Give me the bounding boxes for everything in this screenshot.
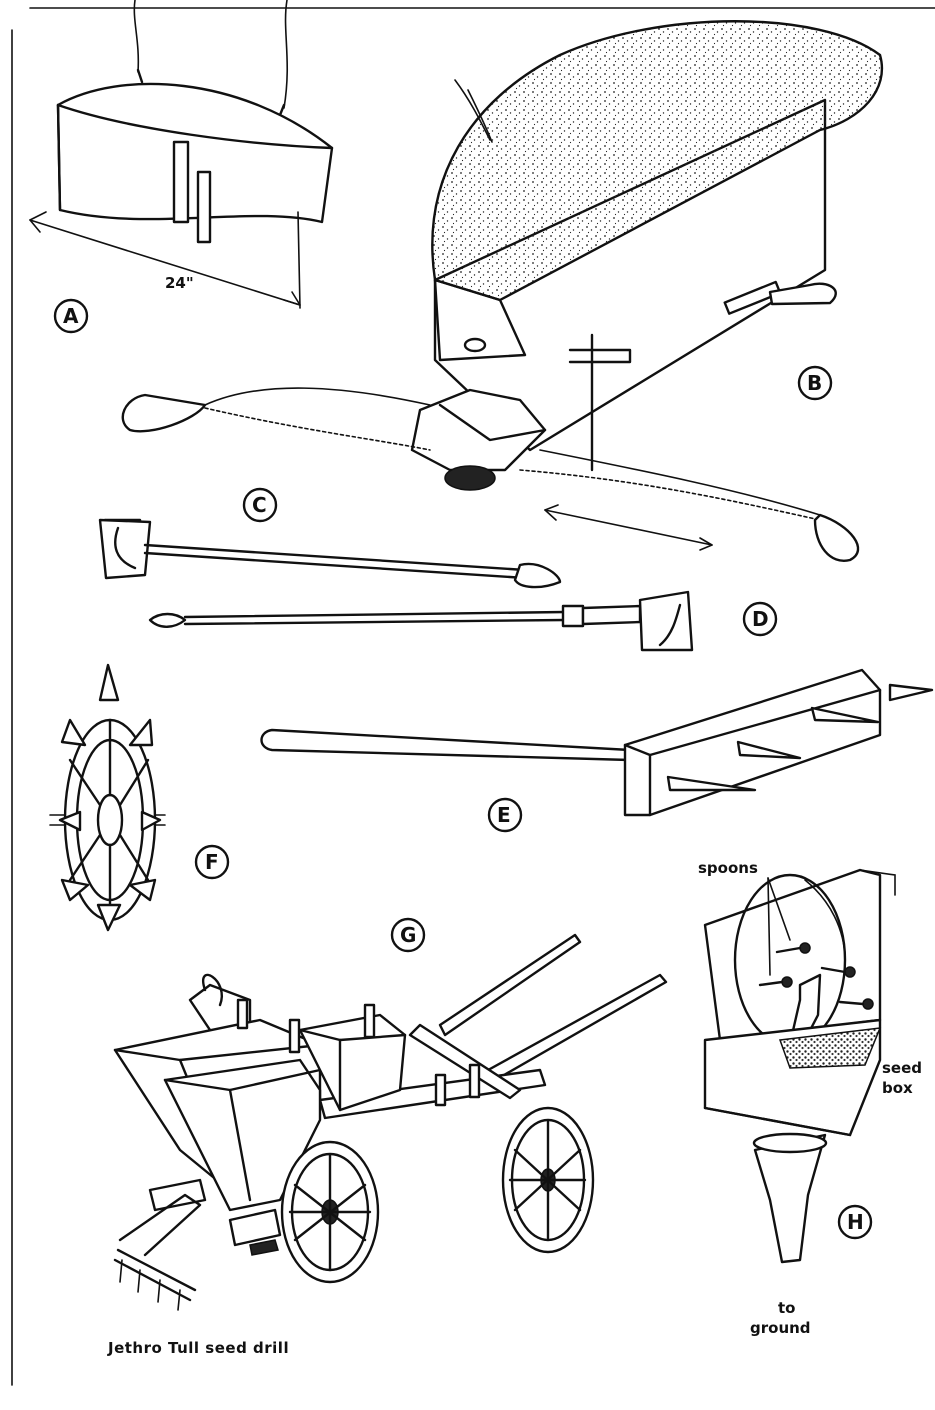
to-ground-label-line1: to (778, 1299, 795, 1317)
seed-box-label-line1: seed (882, 1059, 922, 1077)
spoons-label: spoons (698, 859, 758, 877)
label-f: F (205, 850, 219, 874)
label-b: B (807, 371, 822, 395)
label-circle-c (242, 487, 278, 523)
label-circle-g (390, 917, 426, 953)
dimension-label: 24" (165, 274, 194, 292)
label-circle-b (797, 365, 833, 401)
label-d: D (752, 607, 769, 631)
seed-box-mechanism-drawing (703, 868, 896, 1264)
broadcaster-bow (121, 387, 860, 562)
label-a: A (63, 304, 79, 328)
label-g: G (400, 923, 416, 947)
label-circle-a (53, 298, 89, 334)
dibbles-drawing (98, 518, 694, 652)
label-c: C (252, 493, 267, 517)
seed-wheel-drawing (49, 663, 166, 932)
seed-drill-drawing (113, 933, 668, 1311)
seed-basket-drawing (29, 0, 334, 309)
dibbling-rake-drawing (260, 668, 934, 817)
to-ground-label-line2: ground (750, 1319, 811, 1337)
label-circle-h (837, 1204, 873, 1240)
label-circle-d (742, 601, 778, 637)
label-e: E (497, 803, 511, 827)
seed-broadcaster-drawing (410, 20, 883, 491)
caption: Jethro Tull seed drill (107, 1339, 289, 1357)
label-circle-e (487, 797, 523, 833)
seed-box-label-line2: box (882, 1079, 913, 1097)
label-h: H (847, 1210, 864, 1234)
label-circle-f (194, 844, 230, 880)
